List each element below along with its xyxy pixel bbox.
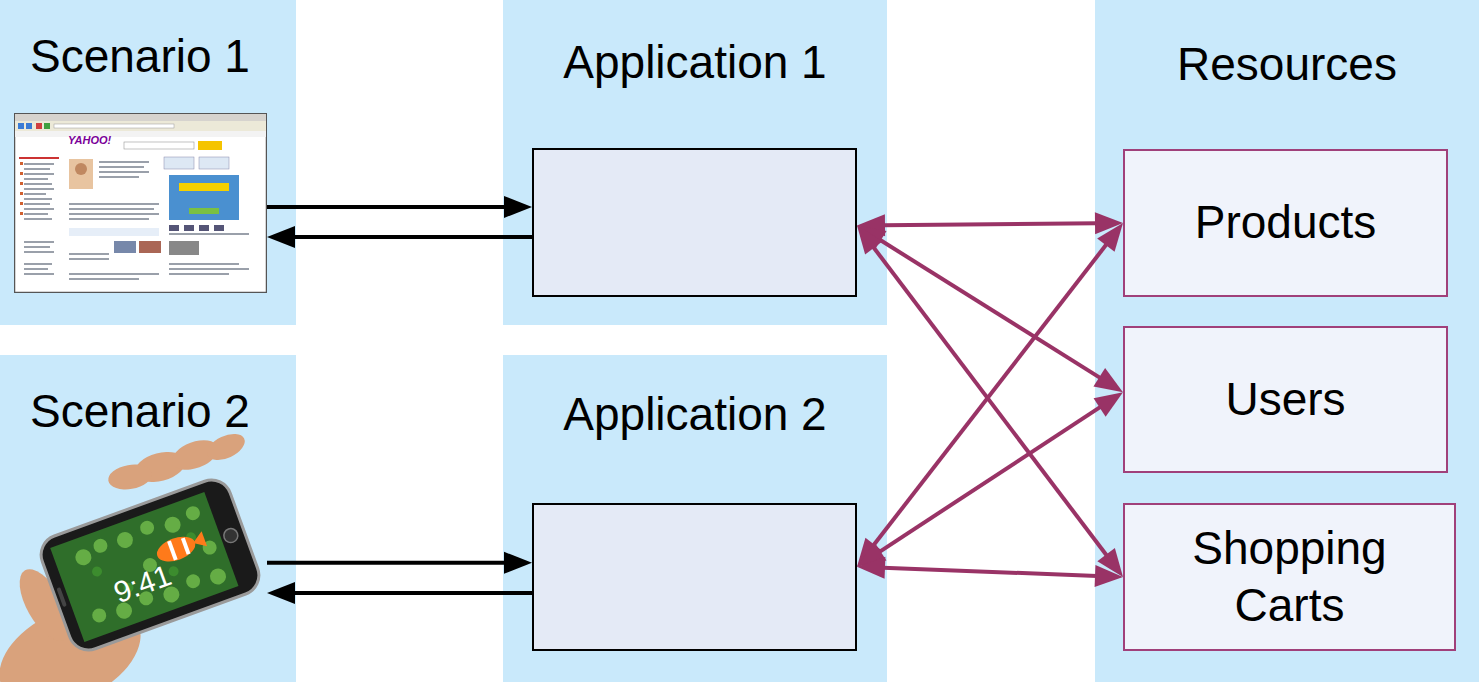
browser-screenshot	[14, 113, 267, 293]
connector-arrow	[857, 225, 1123, 392]
connector-arrow	[857, 392, 1123, 566]
resource-box: Shopping Carts	[1123, 503, 1456, 651]
application-panel: Application 2	[503, 355, 887, 682]
panel-heading: Scenario 2	[30, 385, 296, 438]
connector-arrow	[857, 223, 1123, 567]
connector-arrow	[267, 196, 532, 218]
box-label: Users	[1225, 371, 1345, 429]
panel-heading: Resources	[1095, 38, 1479, 91]
panel-heading: Application 1	[503, 36, 887, 89]
application-panel: Application 1	[503, 0, 887, 325]
resource-box: Users	[1123, 326, 1448, 473]
logo-text: YAHOO!	[68, 135, 111, 146]
application-box	[532, 503, 857, 651]
connector-line	[267, 561, 506, 565]
connector-arrow	[267, 226, 532, 248]
panel-heading: Application 2	[503, 388, 887, 441]
connector-line	[873, 246, 1108, 556]
box-label: Shopping Carts	[1133, 520, 1446, 635]
connector-arrow	[267, 582, 532, 604]
connector-line	[883, 223, 1097, 225]
application-box	[532, 148, 857, 297]
resource-box: Products	[1123, 149, 1448, 297]
connector-line	[883, 568, 1097, 576]
connector-line	[879, 239, 1101, 378]
connector-arrow	[857, 225, 1123, 577]
connector-arrow	[267, 552, 532, 574]
connector-line	[873, 244, 1107, 547]
connector-line	[267, 205, 506, 209]
resources-panel: ResourcesProductsUsersShopping Carts	[1095, 0, 1479, 682]
panel-heading: Scenario 1	[30, 30, 296, 83]
box-label: Products	[1195, 194, 1377, 252]
connector-arrow	[857, 212, 1123, 236]
connector-arrow	[857, 557, 1123, 587]
connector-line	[293, 591, 532, 595]
connector-line	[879, 406, 1102, 552]
connector-line	[293, 235, 532, 239]
